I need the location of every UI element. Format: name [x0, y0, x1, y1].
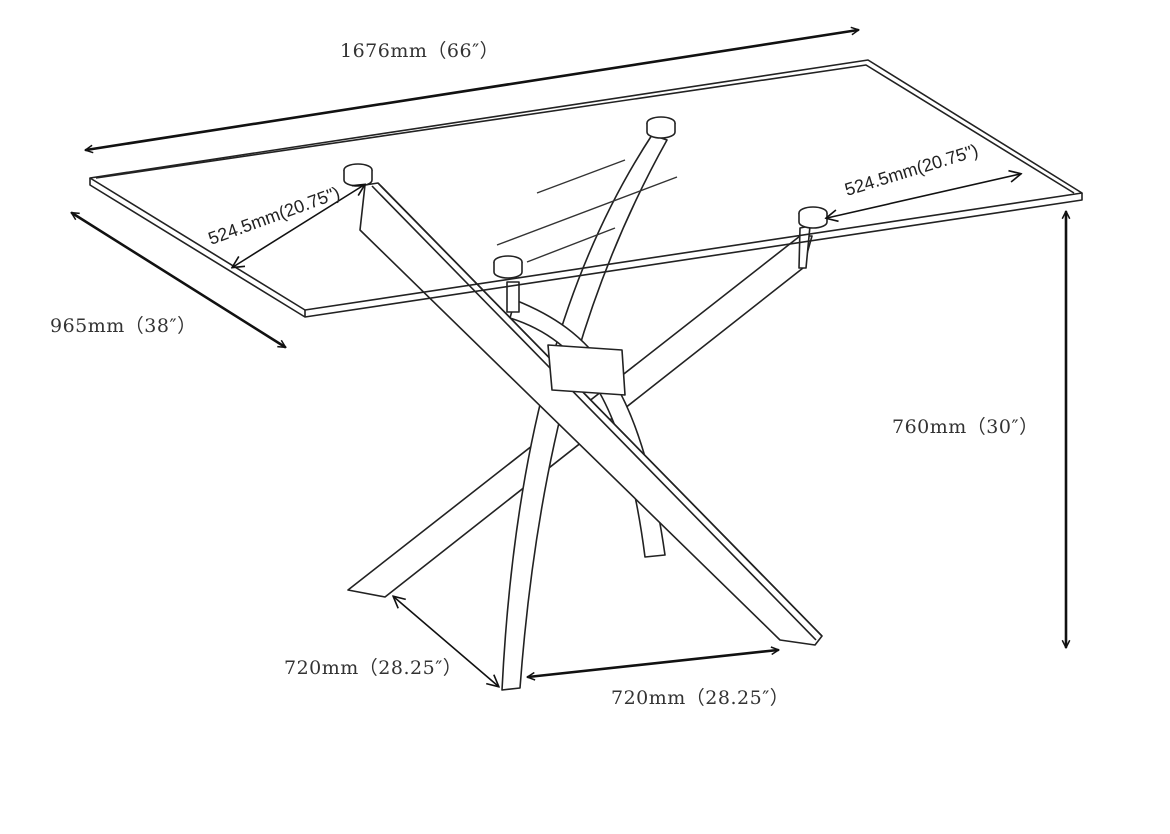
glare-line: [496, 176, 678, 246]
height-label: 760mm（30″）: [892, 416, 1039, 438]
glare-line: [536, 159, 626, 194]
top-support-left-label: 524.5mm(20.75"): [206, 183, 343, 249]
base-foot-front-label: 720mm（28.25″）: [611, 687, 789, 709]
glare-line: [526, 227, 616, 263]
length-arrow: [86, 30, 858, 150]
base-foot-left-arrow: [394, 597, 498, 686]
table-base: [347, 134, 823, 691]
cap-front: [493, 255, 523, 279]
dimension-arrows: [72, 30, 1066, 686]
cap-left: [343, 163, 373, 187]
base-foot-left-label: 720mm（28.25″）: [284, 657, 462, 679]
leg-stub-front: [506, 281, 520, 313]
width-label: 965mm（38″）: [50, 315, 197, 337]
cap-back: [646, 116, 676, 139]
leg-back-center: [501, 134, 668, 691]
base-foot-front-arrow: [528, 650, 778, 677]
width-arrow: [72, 211, 285, 349]
top-support-right-arrow: [827, 174, 1020, 218]
cap-right: [798, 206, 828, 229]
top-support-right-label: 524.5mm(20.75"): [842, 140, 980, 200]
top-support-left-arrow: [233, 185, 364, 267]
length-label: 1676mm（66″）: [340, 40, 499, 62]
